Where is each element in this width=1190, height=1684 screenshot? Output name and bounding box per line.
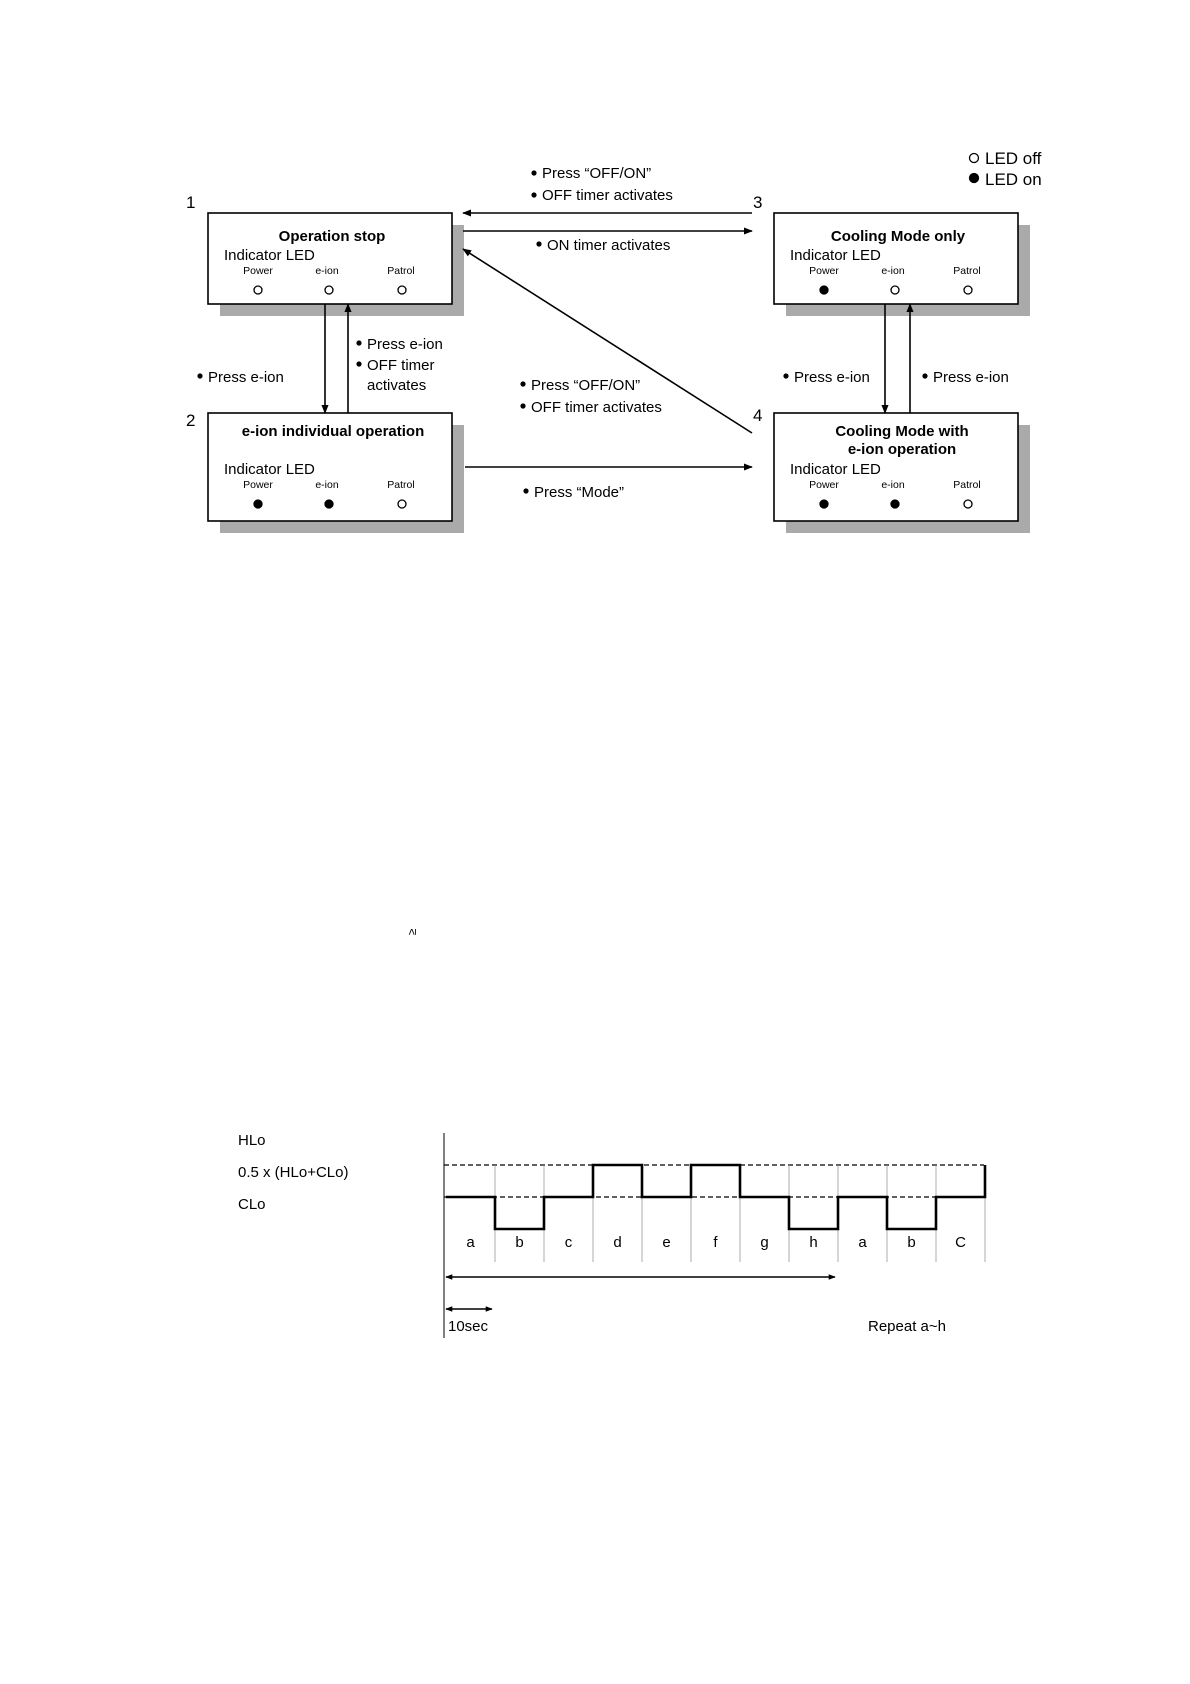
state-box-cooling-only: 3 Cooling Mode only Indicator LED Power … bbox=[753, 193, 1030, 316]
segment-label: a bbox=[858, 1234, 867, 1251]
transition-label: Press e-ion bbox=[367, 336, 443, 353]
led-label-e-ion: e-ion bbox=[315, 265, 339, 277]
segment-label: f bbox=[713, 1234, 718, 1251]
transition-label: Press e-ion bbox=[933, 369, 1009, 386]
segment-label: b bbox=[515, 1234, 523, 1251]
transition-1-to-3: ON timer activates bbox=[463, 227, 753, 254]
bullet-icon bbox=[531, 170, 537, 176]
transition-label: ON timer activates bbox=[547, 237, 670, 254]
level-label-low: CLo bbox=[238, 1196, 266, 1213]
interval-label: 10sec bbox=[448, 1318, 489, 1335]
level-label-high: HLo bbox=[238, 1132, 266, 1149]
led-e-ion-icon bbox=[890, 285, 900, 295]
segment-label: h bbox=[809, 1234, 817, 1251]
led-label-power: Power bbox=[809, 479, 839, 491]
transition-label: Press e-ion bbox=[208, 369, 284, 386]
transition-label: OFF timer activates bbox=[531, 399, 662, 416]
led-label-power: Power bbox=[809, 265, 839, 277]
stray-mark: ≥ bbox=[405, 928, 419, 935]
led-patrol-icon bbox=[397, 285, 407, 295]
transition-label: Press “OFF/ON” bbox=[542, 165, 651, 182]
state-title: Operation stop bbox=[279, 228, 386, 245]
state-title-line2: e-ion operation bbox=[848, 441, 956, 458]
signal-waveform bbox=[446, 1163, 987, 1231]
led-power-icon bbox=[253, 285, 263, 295]
state-title: Cooling Mode with bbox=[835, 423, 968, 440]
led-legend: LED off LED on bbox=[968, 149, 1042, 189]
bullet-icon bbox=[531, 192, 537, 198]
segment-label: b bbox=[907, 1234, 915, 1251]
indicator-led-label: Indicator LED bbox=[224, 461, 315, 478]
led-label-e-ion: e-ion bbox=[315, 479, 339, 491]
transition-2-to-4: Press “Mode” bbox=[465, 463, 753, 501]
bullet-icon bbox=[922, 373, 928, 379]
level-label-mid: 0.5 x (HLo+CLo) bbox=[238, 1164, 348, 1181]
state-number-4: 4 bbox=[753, 406, 762, 425]
led-power-icon bbox=[819, 285, 829, 295]
state-title: e-ion individual operation bbox=[242, 423, 425, 440]
legend-on-label: LED on bbox=[985, 170, 1042, 189]
led-power-icon bbox=[253, 499, 263, 509]
indicator-led-label: Indicator LED bbox=[790, 461, 881, 478]
state-title: Cooling Mode only bbox=[831, 228, 966, 245]
bullet-icon bbox=[523, 488, 529, 494]
transition-label: activates bbox=[367, 377, 426, 394]
state-number-2: 2 bbox=[186, 411, 195, 430]
led-power-icon bbox=[819, 499, 829, 509]
transition-label: Press e-ion bbox=[794, 369, 870, 386]
led-label-patrol: Patrol bbox=[953, 479, 980, 491]
transition-label: Press “OFF/ON” bbox=[531, 377, 640, 394]
repeat-label: Repeat a~h bbox=[868, 1318, 946, 1335]
transition-3-to-4: Press e-ion bbox=[783, 304, 889, 414]
segment-label: g bbox=[760, 1234, 768, 1251]
state-number-1: 1 bbox=[186, 193, 195, 212]
bullet-icon bbox=[536, 241, 542, 247]
segment-label: a bbox=[466, 1234, 475, 1251]
bullet-icon bbox=[356, 361, 362, 367]
led-e-ion-icon bbox=[890, 499, 900, 509]
bullet-icon bbox=[520, 403, 526, 409]
led-label-patrol: Patrol bbox=[953, 265, 980, 277]
timing-diagram: HLo 0.5 x (HLo+CLo) CLo a b c d e f g h a b C 10se… bbox=[238, 1132, 987, 1338]
led-label-power: Power bbox=[243, 265, 273, 277]
led-off-legend-icon bbox=[968, 152, 980, 164]
transition-3-to-1: Press “OFF/ON” OFF timer activates bbox=[462, 165, 752, 217]
bullet-icon bbox=[197, 373, 203, 379]
led-e-ion-icon bbox=[324, 285, 334, 295]
transition-2-to-1: Press e-ion OFF timer activates bbox=[344, 303, 443, 413]
state-box-cooling-with-e-ion: 4 Cooling Mode with e-ion operation Indi… bbox=[753, 406, 1030, 533]
led-patrol-icon bbox=[963, 499, 973, 509]
led-on-legend-icon bbox=[968, 172, 980, 184]
led-label-e-ion: e-ion bbox=[881, 479, 905, 491]
segment-label: e bbox=[662, 1234, 670, 1251]
segment-label: C bbox=[955, 1234, 966, 1251]
led-label-power: Power bbox=[243, 479, 273, 491]
led-label-patrol: Patrol bbox=[387, 265, 414, 277]
transition-label: Press “Mode” bbox=[534, 484, 624, 501]
led-patrol-icon bbox=[963, 285, 973, 295]
legend-off-label: LED off bbox=[985, 149, 1042, 168]
led-patrol-icon bbox=[397, 499, 407, 509]
state-number-3: 3 bbox=[753, 193, 762, 212]
led-label-e-ion: e-ion bbox=[881, 265, 905, 277]
state-box-operation-stop: 1 Operation stop Indicator LED Power e-i… bbox=[186, 193, 464, 316]
transition-label: OFF timer activates bbox=[542, 187, 673, 204]
transition-4-to-1: Press “OFF/ON” OFF timer activates bbox=[462, 248, 753, 434]
segment-label: d bbox=[613, 1234, 621, 1251]
bullet-icon bbox=[520, 381, 526, 387]
transition-label: OFF timer bbox=[367, 357, 435, 374]
indicator-led-label: Indicator LED bbox=[224, 247, 315, 264]
segment-label: c bbox=[565, 1234, 573, 1251]
transition-4-to-3: Press e-ion bbox=[906, 303, 1009, 413]
bullet-icon bbox=[783, 373, 789, 379]
led-e-ion-icon bbox=[324, 499, 334, 509]
state-box-e-ion-individual: 2 e-ion individual operation Indicator L… bbox=[186, 411, 464, 533]
bullet-icon bbox=[356, 340, 362, 346]
led-label-patrol: Patrol bbox=[387, 479, 414, 491]
indicator-led-label: Indicator LED bbox=[790, 247, 881, 264]
transition-1-to-2: Press e-ion bbox=[197, 304, 329, 414]
